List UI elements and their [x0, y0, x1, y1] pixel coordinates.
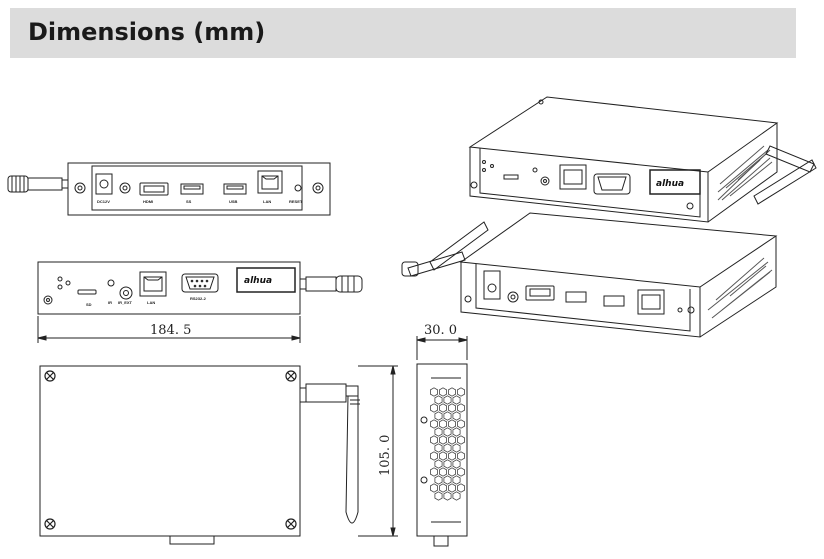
rear-port-labels: SD IR IR_EXT RS232-2 LAN alhua — [86, 276, 272, 307]
vent-hole — [447, 451, 457, 461]
vent-hole — [438, 403, 448, 413]
front-port-labels: DC12V HDMI SS USB LAN RESET — [97, 199, 303, 204]
sd-label: SD — [86, 302, 92, 307]
section-header: Dimensions (mm) — [10, 8, 796, 58]
width-dimension — [358, 365, 398, 537]
vent-hole — [456, 451, 466, 461]
vent-hole — [456, 387, 466, 397]
vent-hole — [438, 451, 448, 461]
front-view — [7, 162, 331, 216]
vent-hole — [443, 475, 452, 485]
top-view — [39, 365, 360, 545]
front-antenna — [7, 175, 69, 193]
dc-label: DC12V — [97, 199, 110, 204]
vent-hole — [438, 435, 448, 445]
vent-hole — [438, 387, 448, 397]
vent-hole — [438, 467, 448, 477]
vent-hole — [429, 435, 439, 445]
vent-hole — [456, 435, 466, 445]
vent-hole — [447, 467, 457, 477]
vent-hole — [447, 403, 457, 413]
vent-hole — [447, 483, 457, 493]
ir-label: IR — [108, 300, 112, 305]
hdmi-label: HDMI — [143, 199, 153, 204]
length-dimension — [37, 316, 301, 343]
vent-hole — [452, 427, 461, 437]
vent-hole — [443, 411, 452, 421]
lan-label: LAN — [263, 199, 271, 204]
height-dimension-label: 30. 0 — [424, 323, 457, 338]
side-vent-pattern — [429, 387, 466, 501]
width-dimension-label: 105. 0 — [378, 435, 393, 476]
vent-hole — [434, 459, 443, 469]
vent-hole — [429, 467, 439, 477]
ir-ext-label: IR_EXT — [118, 300, 133, 305]
vent-hole — [434, 427, 443, 437]
vent-hole — [452, 491, 461, 501]
vent-hole — [443, 395, 452, 405]
vent-hole — [452, 395, 461, 405]
length-dimension-label: 184. 5 — [150, 323, 191, 338]
usb2-label: USB — [229, 199, 238, 204]
rear-lan-label: LAN — [147, 300, 155, 305]
iso-brand-logo: alhua — [656, 179, 684, 189]
vent-hole — [443, 491, 452, 501]
vent-hole — [438, 483, 448, 493]
rear-view — [37, 261, 363, 315]
vent-hole — [456, 419, 466, 429]
vent-hole — [456, 467, 466, 477]
vent-hole — [429, 419, 439, 429]
vent-hole — [452, 411, 461, 421]
vent-hole — [434, 443, 443, 453]
brand-logo: alhua — [244, 276, 272, 286]
vent-hole — [452, 459, 461, 469]
vent-hole — [429, 451, 439, 461]
vent-hole — [456, 483, 466, 493]
side-view — [416, 363, 468, 547]
iso-view-front — [401, 212, 778, 338]
vent-hole — [447, 435, 457, 445]
usb3-label: SS — [186, 199, 192, 204]
vent-hole — [438, 419, 448, 429]
iso-view-rear — [468, 96, 817, 223]
vent-hole — [429, 403, 439, 413]
vent-hole — [434, 491, 443, 501]
vent-hole — [429, 387, 439, 397]
vent-hole — [434, 395, 443, 405]
vent-hole — [429, 483, 439, 493]
vent-hole — [443, 459, 452, 469]
vent-hole — [447, 419, 457, 429]
vent-hole — [434, 411, 443, 421]
section-title: Dimensions (mm) — [28, 18, 266, 46]
vent-hole — [456, 403, 466, 413]
vent-hole — [434, 475, 443, 485]
vent-hole — [443, 427, 452, 437]
vent-hole — [447, 387, 457, 397]
vent-hole — [443, 443, 452, 453]
height-dimension — [416, 336, 468, 360]
rs232-label: RS232-2 — [190, 296, 207, 301]
vent-hole — [452, 443, 461, 453]
reset-label: RESET — [289, 199, 303, 204]
vent-hole — [452, 475, 461, 485]
